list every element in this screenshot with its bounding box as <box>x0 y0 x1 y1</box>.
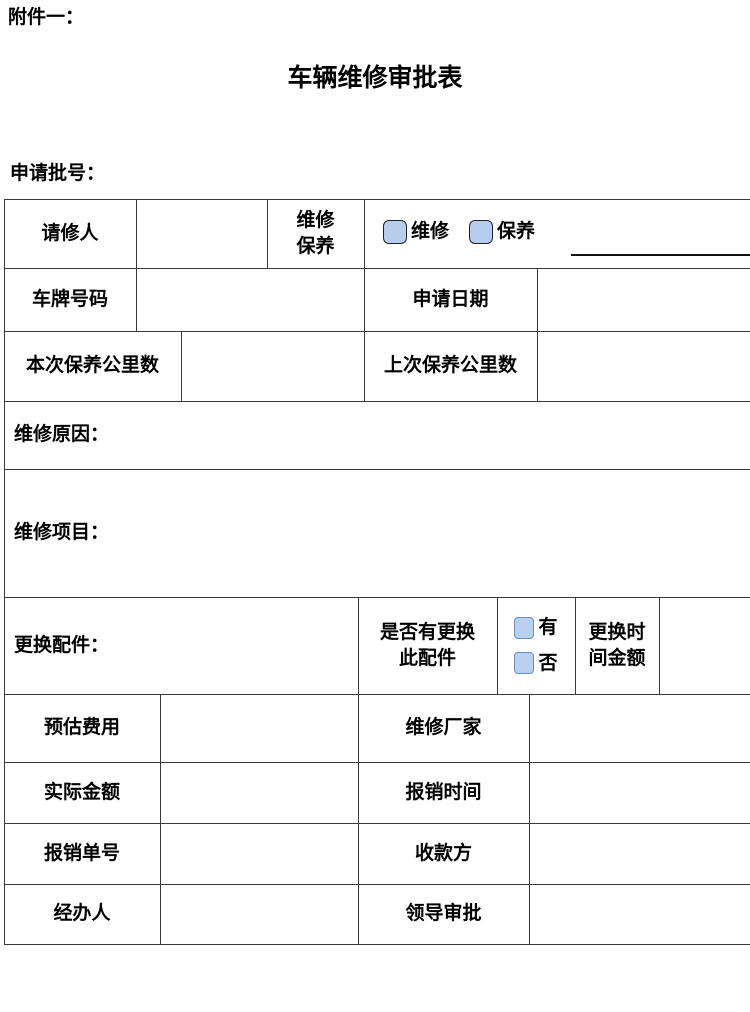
col-line <box>364 268 365 331</box>
maintenance-option-label: 保养 <box>497 220 536 243</box>
repair-option-label: 维修 <box>411 220 450 243</box>
col-line <box>4 199 5 945</box>
current-km-label: 本次保养公里数 <box>25 354 159 377</box>
repair-items-label: 维修项目： <box>14 521 110 544</box>
col-line <box>181 331 182 401</box>
replace-time-amount-value[interactable] <box>660 597 750 694</box>
yes-checkbox[interactable] <box>514 616 535 639</box>
repair-factory-label: 维修厂家 <box>405 716 482 739</box>
reimburse-no-label: 报销单号 <box>43 841 120 864</box>
replace-time-amount-label: 更换时 间金额 <box>588 620 646 669</box>
service-type-options: 维修 保养 <box>383 212 573 252</box>
maintenance-checkbox[interactable] <box>469 219 494 244</box>
has-replacement-label: 是否有更换 此配件 <box>379 620 475 669</box>
est-cost-label: 预估费用 <box>43 716 120 739</box>
row-line <box>4 469 750 470</box>
row-line <box>4 694 750 695</box>
col-line <box>537 268 538 331</box>
handler-value[interactable] <box>161 884 358 944</box>
col-line <box>358 597 359 694</box>
leader-approval-value[interactable] <box>530 884 750 944</box>
row-line <box>4 268 750 269</box>
plate-value[interactable] <box>137 268 364 331</box>
apply-date-label: 申请日期 <box>412 287 489 310</box>
applicant-value[interactable] <box>137 199 267 268</box>
row-line <box>4 597 750 598</box>
reimburse-no-value[interactable] <box>161 823 358 884</box>
no-option-label: 否 <box>538 651 558 674</box>
repair-reason-label: 维修原因： <box>14 423 110 446</box>
col-line <box>136 199 137 268</box>
repair-factory-value[interactable] <box>530 694 750 762</box>
replaced-parts-field[interactable]: 更换配件： <box>4 597 358 694</box>
col-line <box>160 694 161 944</box>
has-replacement-options: 有 否 <box>497 597 575 694</box>
applicant-label: 请修人 <box>41 221 99 244</box>
col-line <box>364 331 365 401</box>
leader-approval-label: 领导审批 <box>405 902 482 925</box>
row-line <box>4 944 750 945</box>
row-line <box>4 884 750 885</box>
col-line <box>497 597 498 694</box>
col-line <box>267 199 268 268</box>
row-line <box>4 762 750 763</box>
maint-underline <box>571 254 750 256</box>
repair-checkbox[interactable] <box>383 219 407 244</box>
est-cost-value[interactable] <box>161 694 358 762</box>
row-line <box>4 401 750 402</box>
payee-label: 收款方 <box>414 841 472 864</box>
reimburse-time-value[interactable] <box>530 762 750 823</box>
repair-items-field[interactable]: 维修项目： <box>4 469 750 597</box>
no-option[interactable]: 否 <box>514 651 558 677</box>
apply-number-label: 申请批号： <box>10 162 106 184</box>
service-type-label: 维修 保养 <box>296 208 335 257</box>
actual-amount-value[interactable] <box>161 762 358 823</box>
col-line <box>358 694 359 944</box>
payee-value[interactable] <box>530 823 750 884</box>
apply-date-value[interactable] <box>538 268 750 331</box>
col-line <box>537 331 538 401</box>
plate-label: 车牌号码 <box>31 287 108 310</box>
actual-amount-label: 实际金额 <box>43 780 120 803</box>
row-line <box>4 331 750 332</box>
reimburse-time-label: 报销时间 <box>405 780 482 803</box>
handler-label: 经办人 <box>53 902 111 925</box>
repair-option[interactable]: 维修 <box>383 219 449 245</box>
last-km-value[interactable] <box>538 331 750 401</box>
no-checkbox[interactable] <box>514 652 535 675</box>
maintenance-option[interactable]: 保养 <box>469 219 535 245</box>
col-line <box>136 268 137 331</box>
last-km-label: 上次保养公里数 <box>383 354 517 377</box>
col-line <box>659 597 660 694</box>
replaced-parts-label: 更换配件： <box>14 633 110 656</box>
attachment-label: 附件一： <box>8 6 85 28</box>
col-line <box>529 694 530 944</box>
form-title: 车辆维修审批表 <box>287 63 463 92</box>
current-km-value[interactable] <box>182 331 364 401</box>
col-line <box>575 597 576 694</box>
yes-option[interactable]: 有 <box>514 615 558 641</box>
col-line <box>364 199 365 268</box>
row-line <box>4 823 750 824</box>
repair-reason-field[interactable]: 维修原因： <box>4 401 750 469</box>
yes-option-label: 有 <box>538 615 558 638</box>
row-line <box>4 199 750 200</box>
